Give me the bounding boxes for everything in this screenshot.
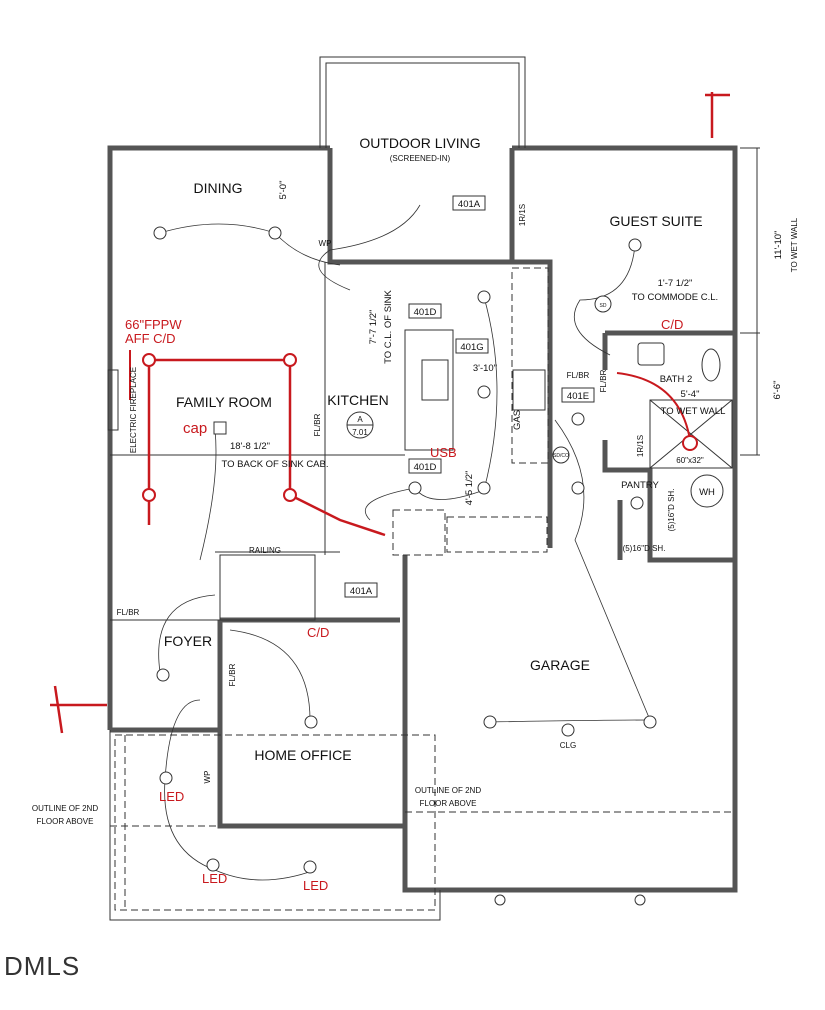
room-label-outdoor-living: OUTDOOR LIVING [359,135,480,151]
markup-cd: C/D [307,625,329,640]
dimension-5-0: 5'-0" [278,181,289,200]
watermark-logo: DMLS [4,951,80,981]
note-water-heater: WH [699,487,715,498]
ceiling-light-icon [561,723,575,737]
markup-cd: C/D [661,317,683,332]
dimension-5-4: 5'-4" [681,389,700,400]
note-smoke-detector: SD [600,303,607,309]
light-fixture-icon [156,668,170,682]
toilet-icon [701,348,721,382]
note-wp: WP [203,771,212,784]
dimension-shower: 60"x32" [676,456,704,465]
markup-led: LED [202,871,227,886]
dimension-11-10: 11'-10" [773,231,784,260]
note-outline-2nd-floor: FLOOR ABOVE [420,799,477,808]
sink-icon [637,342,665,366]
note-shelves: (5)16"D SH. [623,544,666,553]
dimension-to-cl-sink: TO C.L. OF SINK [383,289,394,363]
section-marker-sheet: 7.01 [352,428,368,437]
light-fixture-icon [477,385,491,399]
room-label-bath-2: BATH 2 [660,374,693,385]
note-1r-1s: 1R/1S [636,435,645,457]
smoke-co-detector-icon [552,446,570,464]
light-fixture-icon [477,481,491,495]
junction-box-icon [213,421,227,435]
room-label-pantry: PANTRY [621,480,659,491]
light-fixture-icon [571,481,585,495]
light-fixture-icon [304,715,318,729]
note-smoke-co-detector: SD/CO [553,453,569,459]
light-fixture-icon [268,226,282,240]
light-fixture-icon [634,894,646,906]
dimension-3-10: 3'-10" [473,363,497,374]
room-label-foyer: FOYER [164,633,212,649]
light-fixture-icon [153,226,167,240]
light-fixture-icon [494,894,506,906]
note-railing: RAILING [249,546,281,555]
note-fl-br: FL/BR [117,608,140,617]
walls [107,56,760,921]
markup-led: LED [303,878,328,893]
note-fl-br: FL/BR [599,369,608,392]
light-fixture-icon [477,290,491,304]
note-1r-1s: 1R/1S [518,204,527,226]
dimension-to-back-sink: TO BACK OF SINK CAB. [222,459,329,470]
fixtures [153,226,721,906]
note-fl-br: FL/BR [228,663,237,686]
light-fixture-icon [628,238,642,252]
note-outline-2nd-floor: OUTLINE OF 2ND [32,804,98,813]
room-label-guest-suite: GUEST SUITE [609,213,702,229]
markups [50,92,730,734]
markup-usb: USB [430,445,457,460]
led-light-icon [206,858,220,872]
light-fixture-icon [408,481,422,495]
room-label-kitchen: KITCHEN [327,392,388,408]
room-label-garage: GARAGE [530,657,590,673]
dimension-to-wet-wall: TO WET WALL [661,406,726,417]
dimension-1-7: 1'-7 1/2" [658,278,693,289]
tag-401e: 401E [567,391,589,402]
dimension-to-wet-wall: TO WET WALL [790,217,799,272]
markup-fppw: 66"FPPW [125,317,182,332]
note-outline-2nd-floor: OUTLINE OF 2ND [415,786,481,795]
note-clg: CLG [560,741,576,750]
led-light-icon [159,771,173,785]
note-fl-br: FL/BR [313,413,322,436]
tag-401d: 401D [414,462,437,473]
dimension-18-8: 18'-8 1/2" [230,441,270,452]
light-fixture-icon [630,496,644,510]
light-fixture-icon [643,715,657,729]
light-fixture-icon [483,715,497,729]
note-gas: GAS [512,410,523,430]
markup-led: LED [159,789,184,804]
note-wp: WP [319,239,332,248]
room-label-family-room: FAMILY ROOM [176,394,272,410]
room-label-dining: DINING [194,180,243,196]
dimension-to-commode: TO COMMODE C.L. [632,292,718,303]
section-marker-letter: A [357,415,363,424]
tag-401g: 401G [460,342,483,353]
tag-401a: 401A [458,199,481,210]
dimension-7-7: 7'-7 1/2" [368,310,379,345]
led-light-icon [303,860,317,874]
tag-401a: 401A [350,586,373,597]
dimension-6-6: 6'-6" [772,381,783,400]
room-label-home-office: HOME OFFICE [254,747,351,763]
note-fl-br: FL/BR [567,371,590,380]
light-fixture-icon [571,412,585,426]
note-electric-fireplace: ELECTRIC FIREPLACE [129,367,138,453]
tag-401d: 401D [414,307,437,318]
markup-aff-cd: AFF C/D [125,331,176,346]
dimension-4-5: 4'-5 1/2" [464,471,475,506]
smoke-detector-icon [594,295,612,313]
markup-cap: cap [183,420,207,437]
note-outline-2nd-floor: FLOOR ABOVE [37,817,94,826]
note-screened-in: (SCREENED-IN) [390,154,451,163]
note-shelves: (5)16"D SH. [667,489,676,532]
